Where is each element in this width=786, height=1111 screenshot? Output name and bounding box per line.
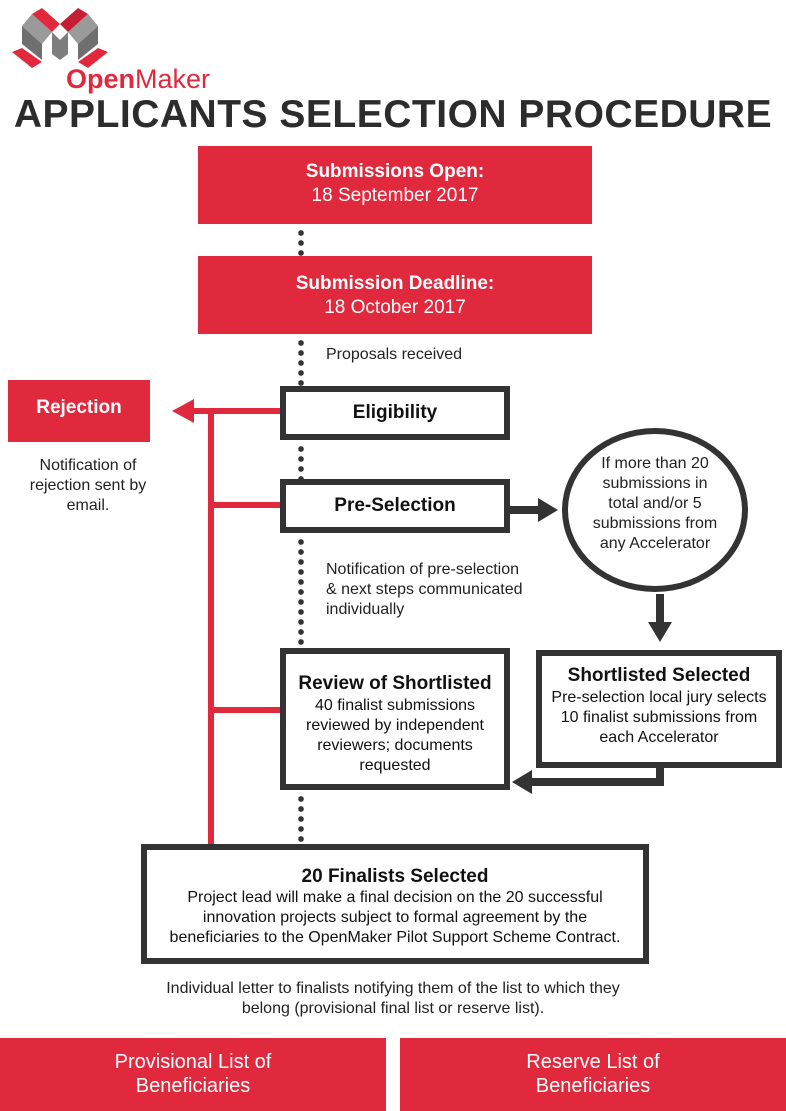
review-return-line-down	[656, 766, 664, 786]
condition-circle: If more than 20 submissions in total and…	[562, 428, 748, 592]
provisional-list-box: Provisional List of Beneficiaries	[0, 1038, 386, 1111]
review-heading: Review of Shortlisted	[298, 673, 492, 694]
submission-deadline-date: 18 October 2017	[324, 297, 466, 318]
pre-selection-branch-line	[208, 502, 282, 508]
finalists-box: 20 Finalists Selected Project lead will …	[141, 844, 649, 964]
shortlist-arrow-line	[656, 594, 664, 624]
dotted-connector	[298, 537, 304, 645]
rejection-arrow-line	[192, 408, 282, 414]
rejection-note: Notification of rejection sent by email.	[29, 457, 147, 514]
pre-selection-note: Notification of pre-selection & next ste…	[326, 561, 523, 618]
letter-note: Individual letter to finalists notifying…	[166, 980, 620, 1017]
rejection-arrow-icon	[172, 399, 194, 423]
dotted-connector	[298, 444, 304, 480]
rejection-box: Rejection	[8, 380, 150, 442]
condition-arrow-line	[510, 506, 542, 514]
condition-arrow-icon	[538, 498, 558, 522]
proposals-note: Proposals received	[326, 346, 463, 363]
logo-wordmark: OpenMaker	[66, 64, 211, 94]
finalists-heading: 20 Finalists Selected	[301, 866, 489, 887]
submission-deadline-box: Submission Deadline: 18 October 2017	[198, 256, 592, 334]
submission-deadline-heading: Submission Deadline:	[295, 273, 495, 294]
submissions-open-box: Submissions Open: 18 September 2017	[198, 146, 592, 224]
review-return-line-left	[530, 778, 664, 786]
review-box: Review of Shortlisted 40 finalist submis…	[280, 648, 510, 790]
submissions-open-date: 18 September 2017	[311, 185, 479, 206]
shortlisted-selected-heading: Shortlisted Selected	[567, 665, 751, 686]
shortlisted-selected-box: Shortlisted Selected Pre-selection local…	[536, 650, 782, 768]
dotted-connector	[298, 338, 304, 386]
dotted-connector	[298, 228, 304, 258]
shortlist-arrow-icon	[648, 622, 672, 642]
openmaker-logo-icon	[12, 8, 108, 68]
eligibility-box: Eligibility	[280, 386, 510, 440]
logo: OpenMaker	[8, 6, 218, 94]
pre-selection-box: Pre-Selection	[280, 479, 510, 533]
page-title: APPLICANTS SELECTION PROCEDURE	[13, 93, 773, 136]
review-return-arrow-icon	[512, 770, 532, 794]
review-branch-line	[208, 707, 282, 713]
submissions-open-heading: Submissions Open:	[305, 161, 485, 182]
rejection-vertical-line	[208, 408, 214, 846]
dotted-connector	[298, 794, 304, 844]
reserve-list-box: Reserve List of Beneficiaries	[400, 1038, 786, 1111]
